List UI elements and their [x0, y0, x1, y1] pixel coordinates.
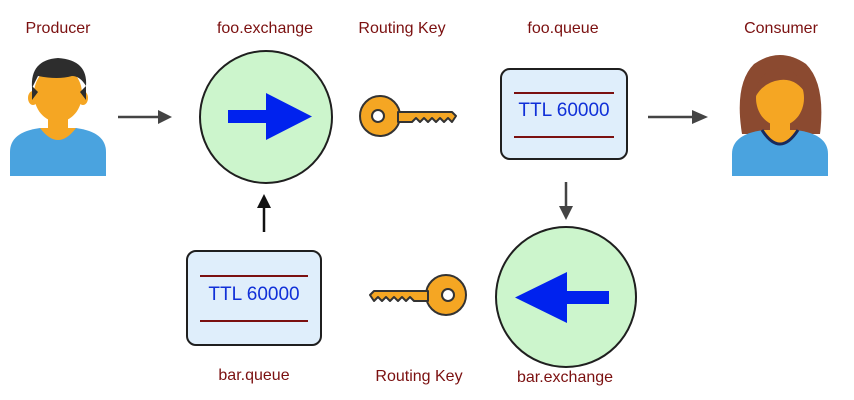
foo-exchange-label: foo.exchange	[216, 20, 314, 37]
foo-exchange-node	[199, 50, 333, 184]
bar-queue-ttl: TTL 60000	[208, 284, 300, 305]
arrow-icon	[648, 110, 708, 124]
key-icon	[359, 95, 457, 137]
producer-label: Producer	[25, 20, 91, 37]
bar-exchange-label: bar.exchange	[516, 369, 614, 386]
bar-queue-label: bar.queue	[218, 367, 290, 384]
arrow-icon	[257, 194, 271, 232]
arrow-icon	[559, 182, 573, 220]
key-icon	[369, 274, 467, 316]
routing-key-top-label: Routing Key	[358, 20, 446, 37]
queue-bottom-rule	[200, 320, 308, 322]
arrow-icon	[118, 110, 172, 124]
foo-queue-node: TTL 60000	[500, 68, 628, 160]
bar-exchange-node	[495, 226, 637, 368]
man-avatar-icon	[10, 58, 106, 176]
bar-queue-node: TTL 60000	[186, 250, 322, 346]
foo-queue-label: foo.queue	[527, 20, 599, 37]
queue-bottom-rule	[514, 136, 614, 138]
foo-queue-ttl: TTL 60000	[518, 100, 610, 121]
consumer-label: Consumer	[744, 20, 818, 37]
queue-top-rule	[200, 275, 308, 277]
routing-key-bottom-label: Routing Key	[375, 368, 463, 385]
woman-avatar-icon	[732, 55, 828, 176]
queue-top-rule	[514, 92, 614, 94]
